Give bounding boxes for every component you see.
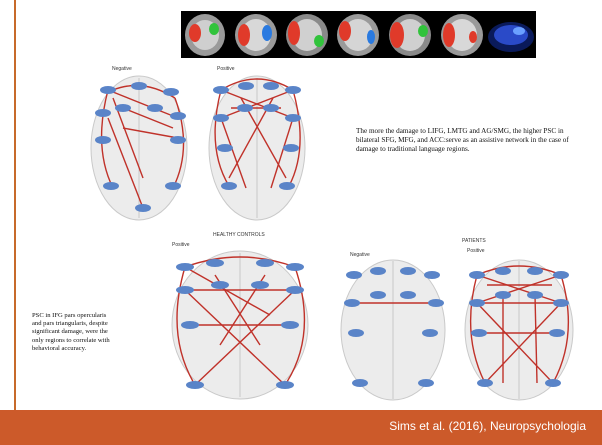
brain-top-negative (83, 68, 196, 224)
note-right: The more the damage to LIFG, LMTG and AG… (356, 127, 571, 154)
mri-slices-strip (181, 11, 536, 58)
label-patients-positive: Positive (467, 248, 485, 254)
left-accent-rule (14, 0, 16, 410)
mri-slices-image (181, 11, 536, 58)
footer-citation: Sims et al. (2016), Neuropsychologia (389, 419, 586, 433)
brain-patients-positive (457, 255, 582, 403)
footer-bar: Sims et al. (2016), Neuropsychologia (0, 410, 602, 445)
brain-top-positive (201, 68, 314, 224)
brain-healthy-positive (160, 245, 320, 403)
note-left: PSC in IFG pars opercularis and pars tri… (32, 312, 112, 353)
label-patients: PATIENTS (462, 238, 486, 244)
brain-patients-negative (332, 255, 454, 403)
label-healthy-controls: HEALTHY CONTROLS (213, 232, 265, 238)
